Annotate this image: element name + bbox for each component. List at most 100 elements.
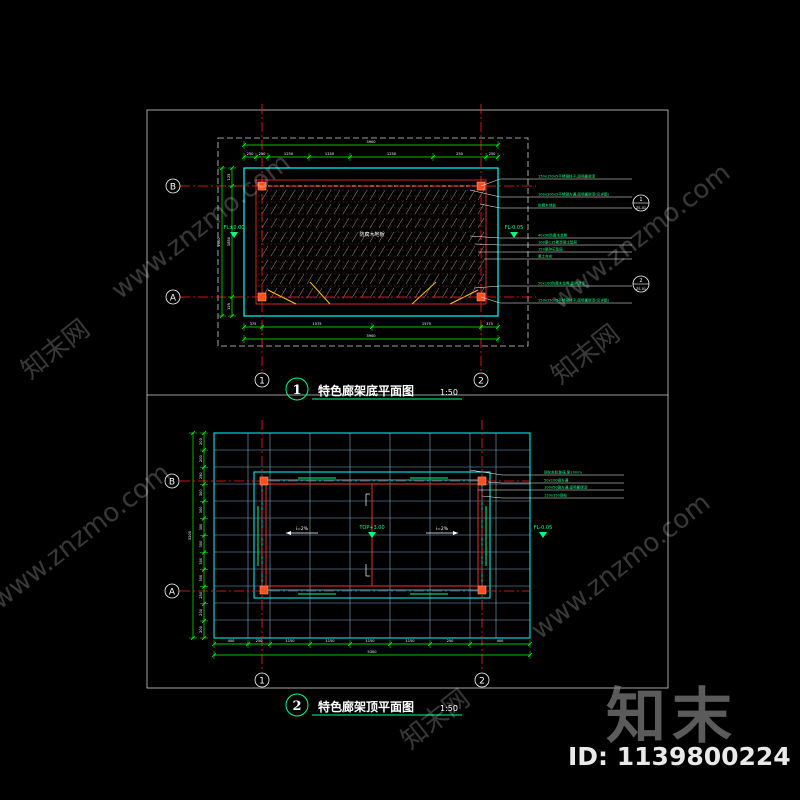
deck-plank-mark [369, 217, 377, 229]
plan2-left-dim-label: 300 [199, 540, 203, 548]
plan1-leader-label: 150x150x5不锈钢柱子,面喷氟碳漆 [538, 174, 596, 179]
deck-plank-mark [432, 217, 440, 229]
axis-bubble-icon [473, 372, 489, 388]
plan2-bottom-dim-label: 250 [447, 639, 455, 643]
deck-plank-mark [468, 273, 476, 285]
deck-plank-mark [342, 203, 350, 215]
sheet-frame [146, 109, 669, 689]
deck-plank-mark [414, 189, 422, 201]
deck-plank-mark [441, 273, 449, 285]
deck-plank-mark [270, 259, 278, 271]
deck-plank-mark [405, 231, 413, 243]
deck-plank-mark [297, 217, 305, 229]
deck-plank-mark [441, 217, 449, 229]
deck-plank-mark [324, 245, 332, 257]
deck-plank-mark [432, 245, 440, 257]
deck-plank-mark [342, 231, 350, 243]
dim-tick [241, 154, 247, 160]
plan2-column [259, 476, 269, 486]
deck-plank-mark [297, 231, 305, 243]
plan2-edge-marks [257, 477, 487, 595]
deck-plank-mark [306, 259, 314, 271]
plan1-column [257, 292, 267, 302]
deck-plank-mark [369, 287, 377, 299]
deck-plank-mark [414, 217, 422, 229]
deck-plank-mark [459, 189, 467, 201]
plan2-number: 2 [292, 699, 301, 714]
deck-plank-mark [369, 231, 377, 243]
dim-tick [495, 142, 501, 148]
outer-frame [146, 109, 669, 689]
deck-plank-mark [297, 245, 305, 257]
deck-plank-mark [387, 203, 395, 215]
deck-plank-mark [288, 245, 296, 257]
deck-plank-mark [351, 287, 359, 299]
plan2-right-elev: FL-0.05 [534, 525, 553, 538]
axis-label-1: 1 [259, 377, 265, 387]
plan2-bottom-total-dim-label: 5300 [367, 650, 377, 654]
plan1-detail-ref-2: 2 ZS-01 [632, 275, 650, 293]
deck-plank-mark [351, 189, 359, 201]
title-number-circle-icon [285, 693, 309, 717]
plan2-scale: 1:50 [440, 704, 458, 713]
deck-plank-mark [342, 189, 350, 201]
axis-bubble-icon [165, 178, 181, 194]
plan2-columns [259, 476, 487, 595]
plan1-top-total-dim-label: 3900 [366, 140, 376, 144]
plan2-left-dim-label: 200 [199, 437, 203, 445]
dim-tick [229, 313, 235, 319]
plan2-slope-label-left: i=2% [296, 526, 309, 532]
deck-plank-mark [378, 245, 386, 257]
plan2-leader-line [481, 495, 624, 499]
deck-plank-mark [450, 203, 458, 215]
dim-tick [201, 481, 207, 487]
deck-plank-mark [441, 287, 449, 299]
deck-plank-mark [315, 287, 323, 299]
dim-tick [369, 324, 375, 330]
deck-plank-mark [477, 259, 485, 271]
plan1-leader-line [480, 296, 632, 304]
deck-plank-mark [450, 231, 458, 243]
plan1-leader-line [479, 203, 632, 209]
deck-plank-mark [261, 259, 269, 271]
deck-plank-mark [414, 245, 422, 257]
plan1-leader-label: 100厚C15素混凝土垫层 [538, 240, 578, 245]
deck-plank-mark [315, 259, 323, 271]
plan1-brace [267, 289, 297, 305]
deck-plank-mark [342, 245, 350, 257]
detail-ref-bottom: ZS-01 [636, 287, 646, 291]
plan2-leader-line [487, 481, 624, 484]
deck-plank-mark [288, 273, 296, 285]
plan2-title: 特色廊架顶平面图 [318, 699, 414, 714]
plan1-title-block: 1 特色廊架底平面图 1:50 [285, 377, 462, 401]
deck-plank-mark [306, 231, 314, 243]
deck-plank-mark [369, 259, 377, 271]
deck-plank-mark [288, 189, 296, 201]
deck-plank-mark [441, 203, 449, 215]
plan2-right-label: FL-0.05 [534, 525, 553, 531]
deck-plank-mark [450, 273, 458, 285]
plan1-bottom-dim-label: 375 [250, 322, 257, 326]
deck-plank-mark [468, 217, 476, 229]
axis-bubble-icon [254, 672, 270, 688]
dim-tick [201, 601, 207, 607]
plan1-top-dim-label: 250 [489, 152, 497, 156]
dim-tick [190, 635, 196, 641]
plan2-column [259, 585, 269, 595]
deck-plank-mark [270, 189, 278, 201]
plan2-left-dim-label: 200 [199, 454, 203, 462]
plan2-roof-outline [213, 432, 531, 639]
plan1-title: 特色廊架底平面图 [318, 383, 414, 398]
deck-plank-mark [423, 217, 431, 229]
deck-plank-mark [279, 231, 287, 243]
deck-plank-mark [324, 287, 332, 299]
axis-bubble-icon [254, 372, 270, 388]
deck-plank-mark [432, 287, 440, 299]
deck-plank-mark [387, 259, 395, 271]
deck-plank-mark [378, 259, 386, 271]
watermark-brand: 知末网 [546, 319, 626, 391]
deck-plank-mark [333, 217, 341, 229]
